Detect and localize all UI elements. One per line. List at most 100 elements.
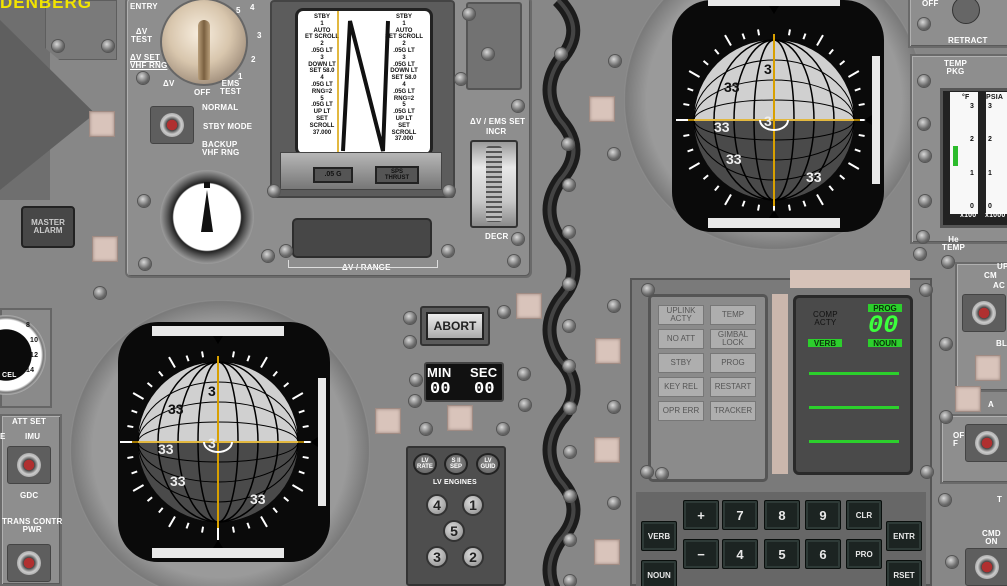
lv-engine-light: 1 <box>462 494 484 516</box>
dial-num-3: 3 <box>257 31 262 40</box>
scroll-left-line: UP LT <box>313 109 331 116</box>
dsky-key-clr[interactable]: CLR <box>846 500 882 530</box>
rsi-needle-icon <box>201 182 213 232</box>
right-switch-2[interactable] <box>965 424 1007 462</box>
panel-screw <box>404 336 416 348</box>
fdai-roll-tick <box>272 370 278 377</box>
right-switch-3[interactable] <box>965 548 1007 586</box>
dv-label: ΔV <box>163 79 175 88</box>
dsky-key-7[interactable]: 7 <box>722 500 758 530</box>
panel-screw <box>917 231 929 243</box>
master-alarm-button[interactable]: MASTER ALARM <box>21 206 75 248</box>
dsky-annunciator: PROG <box>710 353 756 373</box>
abort-button[interactable]: ABORT <box>426 312 484 340</box>
beige-pad <box>447 405 473 431</box>
x1000-label: x1000 <box>985 212 1006 219</box>
dsky-key-entr[interactable]: ENTR <box>886 521 922 551</box>
dv-range-bracket <box>288 260 438 268</box>
lv-engines-label: LV ENGINES <box>433 479 477 486</box>
dsky-key-4[interactable]: 4 <box>722 539 758 569</box>
dv-ems-set-label: ΔV / EMS SET <box>470 117 526 126</box>
t-partial-label: T <box>997 495 1003 504</box>
fdai-roll-tick <box>828 48 834 55</box>
timer-sec-label: SEC <box>470 365 498 380</box>
dsky-key-verb[interactable]: VERB <box>641 521 677 551</box>
fdai-roll-tick <box>158 507 164 514</box>
scroll-left-line: SET 58.0 <box>309 68 335 75</box>
fdai-side-scale <box>872 56 880 184</box>
fdai-roll-tick <box>283 382 290 388</box>
panel-screw <box>443 185 455 197</box>
fdai-roll-tick <box>260 356 268 369</box>
noun-label: NOUN <box>868 339 902 348</box>
panel-screw <box>102 40 114 52</box>
panel-screw <box>564 534 576 546</box>
panel-screw <box>641 466 653 478</box>
scroll-right-line: SET 58.0 <box>391 75 417 82</box>
scroll-right-line: SET SCROLL <box>384 34 423 41</box>
fdai-ball-number: 33 <box>714 119 730 135</box>
dv-blank-lamp <box>466 2 522 90</box>
gauge-left-1: 1 <box>970 170 975 177</box>
gauge-14: 14 <box>26 367 35 374</box>
dsky-key-[interactable]: + <box>683 500 719 530</box>
timer-min-value: 00 <box>430 380 451 399</box>
gauge-left-0: 0 <box>970 203 975 210</box>
up-label: UP <box>997 262 1007 271</box>
scroll-left-line: .05G LT <box>311 102 333 109</box>
f-label: °F <box>962 94 970 101</box>
dual-gauge-pointer <box>953 146 958 166</box>
dsky-key-6[interactable]: 6 <box>805 539 841 569</box>
fdai-ball-number: 33 <box>170 473 186 489</box>
dsky-key-noun[interactable]: NOUN <box>641 560 677 586</box>
temp-pkg-label: TEMP PKG <box>944 59 968 76</box>
dsky-key-[interactable]: − <box>683 539 719 569</box>
retract-label: RETRACT <box>948 36 988 45</box>
trans-contr-pwr-switch[interactable] <box>7 544 51 582</box>
panel-screw <box>642 284 654 296</box>
fdai-aircraft-symbol <box>759 119 789 131</box>
fdai-roll-tick <box>131 409 138 414</box>
fdai-roll-tick <box>787 204 791 211</box>
gauge-label: CEL <box>2 372 17 379</box>
att-set-switch[interactable] <box>7 446 51 484</box>
scroll-left-line: 37.000 <box>312 129 332 136</box>
dsky-key-pro[interactable]: PRO <box>846 539 882 569</box>
panel-screw <box>404 312 416 324</box>
scroll-left-line: 1 <box>320 20 324 27</box>
dsky-key-5[interactable]: 5 <box>764 539 800 569</box>
e-partial-label: E <box>0 432 6 441</box>
fdai-roll-tick <box>246 355 251 362</box>
panel-screw <box>137 72 149 84</box>
fdai-roll-tick <box>132 392 145 400</box>
gauge-right-3: 3 <box>988 103 993 110</box>
panel-screw <box>939 494 951 506</box>
dsky-key-rset[interactable]: RSET <box>886 560 922 586</box>
panel-screw <box>420 423 432 435</box>
fdai-roll-tick <box>854 148 861 153</box>
ems-mode-pointer <box>198 20 210 80</box>
fdai-roll-tick <box>298 470 305 475</box>
panel-screw <box>608 148 620 160</box>
dsky-key-9[interactable]: 9 <box>805 500 841 530</box>
dsky-key-8[interactable]: 8 <box>764 500 800 530</box>
beige-pad <box>375 408 401 434</box>
fdai-roll-tick <box>847 162 860 170</box>
panel-screw <box>563 320 575 332</box>
right-switch-1[interactable] <box>962 294 1006 332</box>
lv-light: LV GUID <box>476 453 500 475</box>
panel-screw <box>562 138 574 150</box>
fdai-roll-tick <box>283 496 290 502</box>
dsky-top-strip <box>790 270 910 288</box>
panel-screw <box>609 55 621 67</box>
he-temp-label: He TEMP <box>942 235 966 252</box>
stby-mode-switch[interactable] <box>150 106 194 144</box>
panel-screw <box>919 150 931 162</box>
retract-switch[interactable] <box>952 0 980 24</box>
verb-label: VERB <box>808 339 842 348</box>
gauge-right-2: 2 <box>988 136 993 143</box>
beige-pad <box>589 96 615 122</box>
gauge-10: 10 <box>30 337 39 344</box>
